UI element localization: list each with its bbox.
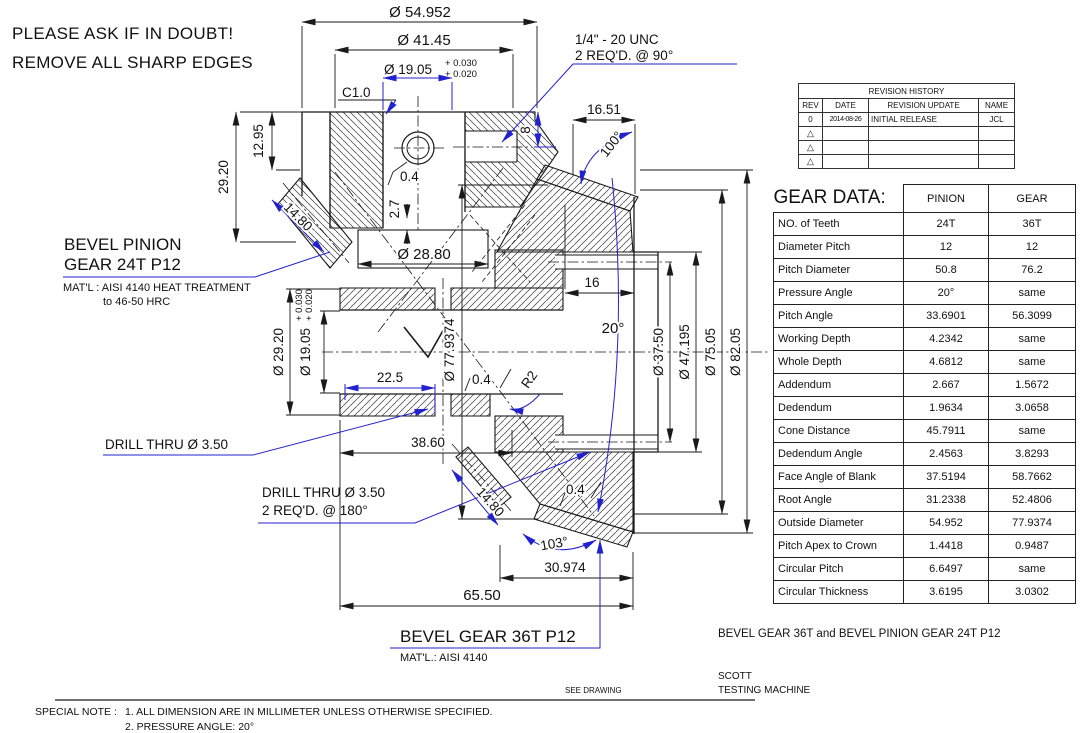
drill-callout-b2: 2 REQ'D. @ 180° bbox=[262, 503, 368, 518]
revision-title-row: REVISION HISTORY bbox=[798, 83, 1015, 99]
dim-r2: R2 bbox=[518, 368, 540, 391]
special-note-1: 1. ALL DIMENSION ARE IN MILLIMETER UNLES… bbox=[125, 706, 493, 718]
dim-8: 8 bbox=[518, 126, 533, 134]
dim-28-80: Ø 28.80 bbox=[397, 246, 450, 263]
col-gear: GEAR bbox=[988, 184, 1076, 213]
dim-16-51: 16.51 bbox=[587, 102, 621, 117]
revision-header-row: REV DATE REVISION UPDATE NAME bbox=[798, 98, 1015, 113]
dim-2-7: 2.7 bbox=[387, 200, 402, 219]
finish-0-4-a: 0.4 bbox=[400, 169, 419, 184]
col-rev: REV bbox=[798, 98, 823, 113]
pinion-material-1: MAT'L : AISI 4140 HEAT TREATMENT bbox=[63, 282, 251, 294]
see-drawing-note: SEE DRAWING bbox=[565, 686, 622, 695]
dim-bore-hub: Ø 29.20 bbox=[271, 328, 286, 376]
special-note-label: SPECIAL NOTE : bbox=[35, 706, 117, 718]
pinion-label-1: BEVEL PINION bbox=[64, 235, 181, 254]
dim-bore-hub-inner: Ø 19.05 + 0.030 + 0.020 bbox=[294, 289, 315, 378]
tooth-flank-mark bbox=[403, 319, 450, 359]
gear-table-header-row: GEAR DATA: PINION GEAR bbox=[773, 184, 1076, 213]
blue-dimensions bbox=[63, 63, 737, 649]
warning-note-1: PLEASE ASK IF IN DOUBT! bbox=[12, 24, 234, 43]
dim-bore-tol-lo: + 0.020 bbox=[445, 69, 477, 80]
revision-empty-row: △ bbox=[798, 126, 1015, 141]
black-dimensions bbox=[232, 18, 753, 610]
col-date: DATE bbox=[822, 98, 869, 113]
pinion-material-2: to 46-50 HRC bbox=[103, 296, 170, 308]
gear-material: MAT'L.: AISI 4140 bbox=[400, 652, 488, 664]
dim-bore-tol-hi: + 0.030 bbox=[445, 58, 477, 69]
dim-od-pinion: Ø 54.952 bbox=[389, 4, 451, 21]
col-update: REVISION UPDATE bbox=[868, 98, 979, 113]
dim-65-50: 65.50 bbox=[463, 587, 501, 604]
special-note-2: 2. PRESSURE ANGLE: 20° bbox=[125, 721, 255, 733]
callout-chamfer: C1.0 bbox=[342, 85, 371, 100]
warning-note-2: REMOVE ALL SHARP EDGES bbox=[12, 53, 253, 72]
dim-12-95: 12.95 bbox=[251, 124, 266, 158]
revision-history-table: REVISION HISTORY REV DATE REVISION UPDAT… bbox=[798, 83, 1015, 169]
gear-data-title: GEAR DATA: bbox=[773, 187, 886, 209]
revision-triangle: △ bbox=[798, 154, 823, 169]
company-line-1: SCOTT bbox=[718, 671, 752, 682]
dim-75-05: Ø 75.05 bbox=[703, 328, 718, 376]
dim-41-45: Ø 41.45 bbox=[397, 32, 450, 49]
dim-bore-top: Ø 19.05 bbox=[384, 62, 432, 77]
dim-47-195: Ø 47.195 bbox=[677, 324, 692, 380]
callout-thread-1: 1/4" - 20 UNC bbox=[575, 32, 659, 47]
revision-title: REVISION HISTORY bbox=[798, 83, 1015, 99]
svg-text:Ø 19.05: Ø 19.05 bbox=[298, 328, 313, 376]
col-pinion: PINION bbox=[903, 184, 989, 213]
finish-0-4-c: 0.4 bbox=[566, 482, 585, 497]
col-name: NAME bbox=[978, 98, 1015, 113]
drill-callout-a: DRILL THRU Ø 3.50 bbox=[105, 437, 228, 452]
company-line-2: TESTING MACHINE bbox=[718, 685, 811, 696]
dim-angle-100: 100° bbox=[597, 129, 626, 160]
dim-29-20: 29.20 bbox=[216, 160, 231, 194]
dimension-texts: Ø 54.952 Ø 41.45 Ø 19.05 + 0.030 + 0.020… bbox=[214, 2, 745, 606]
revision-empty-row: △ bbox=[798, 154, 1015, 169]
dim-38-60: 38.60 bbox=[411, 435, 445, 450]
dim-angle-20: 20° bbox=[602, 320, 625, 337]
drill-callout-b1: DRILL THRU Ø 3.50 bbox=[262, 485, 385, 500]
revision-triangle: △ bbox=[798, 140, 823, 155]
pinion-label-2: GEAR 24T P12 bbox=[64, 255, 181, 274]
dim-82-05: Ø 82.05 bbox=[728, 328, 743, 376]
svg-text:+ 0.020: + 0.020 bbox=[304, 289, 315, 321]
dim-angle-103: 103° bbox=[539, 534, 569, 554]
drawing-title: BEVEL GEAR 36T and BEVEL PINION GEAR 24T… bbox=[718, 628, 1001, 640]
gear-section bbox=[339, 164, 659, 548]
hidden-teeth-lines bbox=[469, 204, 536, 283]
finish-0-4-b: 0.4 bbox=[472, 372, 491, 387]
revision-row: 0 2014-08-26 INITIAL RELEASE JCL bbox=[798, 112, 1015, 127]
dim-30-974: 30.974 bbox=[544, 560, 586, 575]
dim-37-50: Ø 37.50 bbox=[651, 328, 666, 376]
gear-label: BEVEL GEAR 36T P12 bbox=[400, 627, 576, 646]
dim-22-5: 22.5 bbox=[377, 370, 403, 385]
callout-thread-2: 2 REQ'D. @ 90° bbox=[575, 48, 673, 63]
dim-16: 16 bbox=[584, 275, 599, 290]
revision-triangle: △ bbox=[798, 126, 823, 141]
svg-text:+ 0.030: + 0.030 bbox=[294, 289, 305, 321]
part-labels: BEVEL PINION GEAR 24T P12 MAT'L : AISI 4… bbox=[63, 235, 576, 664]
dim-od-gear: Ø 77.9374 bbox=[442, 318, 457, 382]
revision-empty-row: △ bbox=[798, 140, 1015, 155]
